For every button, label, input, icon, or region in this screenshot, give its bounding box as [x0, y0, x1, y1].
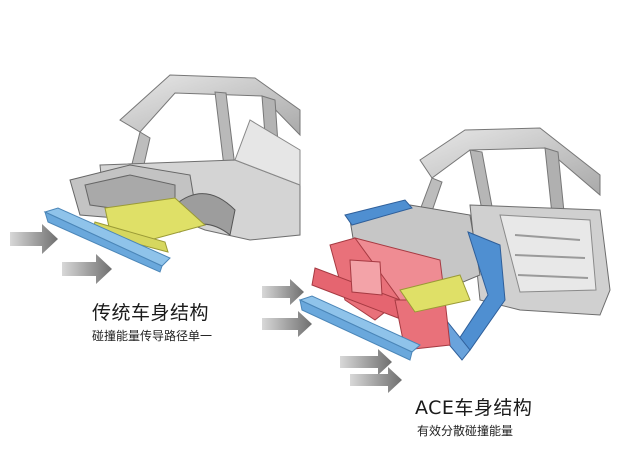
ace-body-frame [298, 127, 611, 361]
ace-structure-subtitle: 有效分散碰撞能量 [417, 424, 514, 438]
impact-arrows-ace [262, 279, 402, 393]
impact-arrows-traditional [10, 224, 112, 284]
traditional-structure-subtitle: 碰撞能量传导路径单一 [92, 329, 213, 343]
traditional-structure-title: 传统车身结构 [92, 302, 210, 324]
ace-structure-title: ACE车身结构 [415, 397, 533, 419]
traditional-body-frame [43, 74, 301, 273]
